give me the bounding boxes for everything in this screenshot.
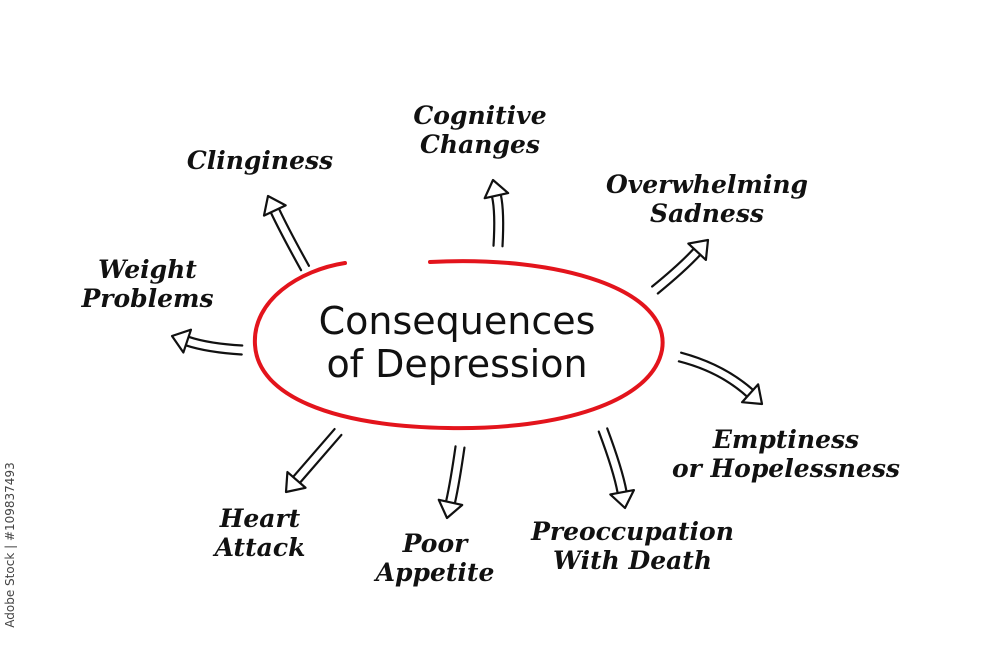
node-overwhelming-sadness-line-1: Overwhelming — [605, 170, 809, 199]
center-ring — [252, 259, 665, 431]
node-cognitive-changes-line-1: Cognitive — [413, 101, 547, 130]
arrow-to-preoccupation — [597, 427, 636, 510]
arrow-to-heart-attack — [284, 427, 343, 494]
node-heart-attack: Heart Attack — [195, 504, 325, 563]
stock-id-watermark: Adobe Stock | #109837493 — [3, 430, 17, 660]
stock-id-text: Adobe Stock | #109837493 — [3, 462, 17, 628]
arrow-to-clinginess — [262, 194, 311, 272]
arrow-to-emptiness — [677, 351, 764, 406]
node-clinginess-line-1: Clinginess — [186, 146, 334, 175]
node-preoccupation-line-1: Preoccupation — [531, 517, 734, 546]
node-weight-problems: Weight Problems — [55, 255, 240, 314]
arrow-to-poor-appetite — [437, 445, 466, 520]
node-poor-appetite-line-1: Poor — [402, 529, 468, 558]
arrow-to-weight-problems — [170, 328, 244, 356]
node-clinginess: Clinginess — [160, 146, 360, 176]
node-poor-appetite-line-2: Appetite — [375, 557, 495, 587]
node-poor-appetite: Poor Appetite — [355, 529, 515, 588]
center-title: Consequences of Depression — [272, 300, 642, 385]
node-cognitive-changes-line-2: Changes — [420, 129, 540, 159]
center-title-line-2: of Depression — [326, 341, 588, 386]
node-cognitive-changes: Cognitive Changes — [385, 101, 575, 160]
center-title-line-1: Consequences — [318, 299, 596, 343]
node-emptiness: Emptiness or Hopelessness — [646, 425, 926, 484]
node-emptiness-line-1: Emptiness — [712, 425, 860, 454]
node-preoccupation-line-2: With Death — [552, 545, 713, 575]
node-overwhelming-sadness: Overwhelming Sadness — [572, 170, 842, 229]
node-emptiness-line-2: or Hopelessness — [671, 453, 900, 483]
node-weight-problems-line-1: Weight — [98, 255, 197, 284]
node-preoccupation: Preoccupation With Death — [495, 517, 770, 576]
node-overwhelming-sadness-line-2: Sadness — [650, 198, 764, 228]
node-heart-attack-line-1: Heart — [219, 504, 301, 533]
arrow-to-cognitive-changes — [483, 178, 510, 248]
node-heart-attack-line-2: Attack — [214, 532, 306, 562]
node-weight-problems-line-2: Problems — [81, 283, 214, 313]
arrow-to-overwhelming-sadness — [651, 238, 710, 295]
